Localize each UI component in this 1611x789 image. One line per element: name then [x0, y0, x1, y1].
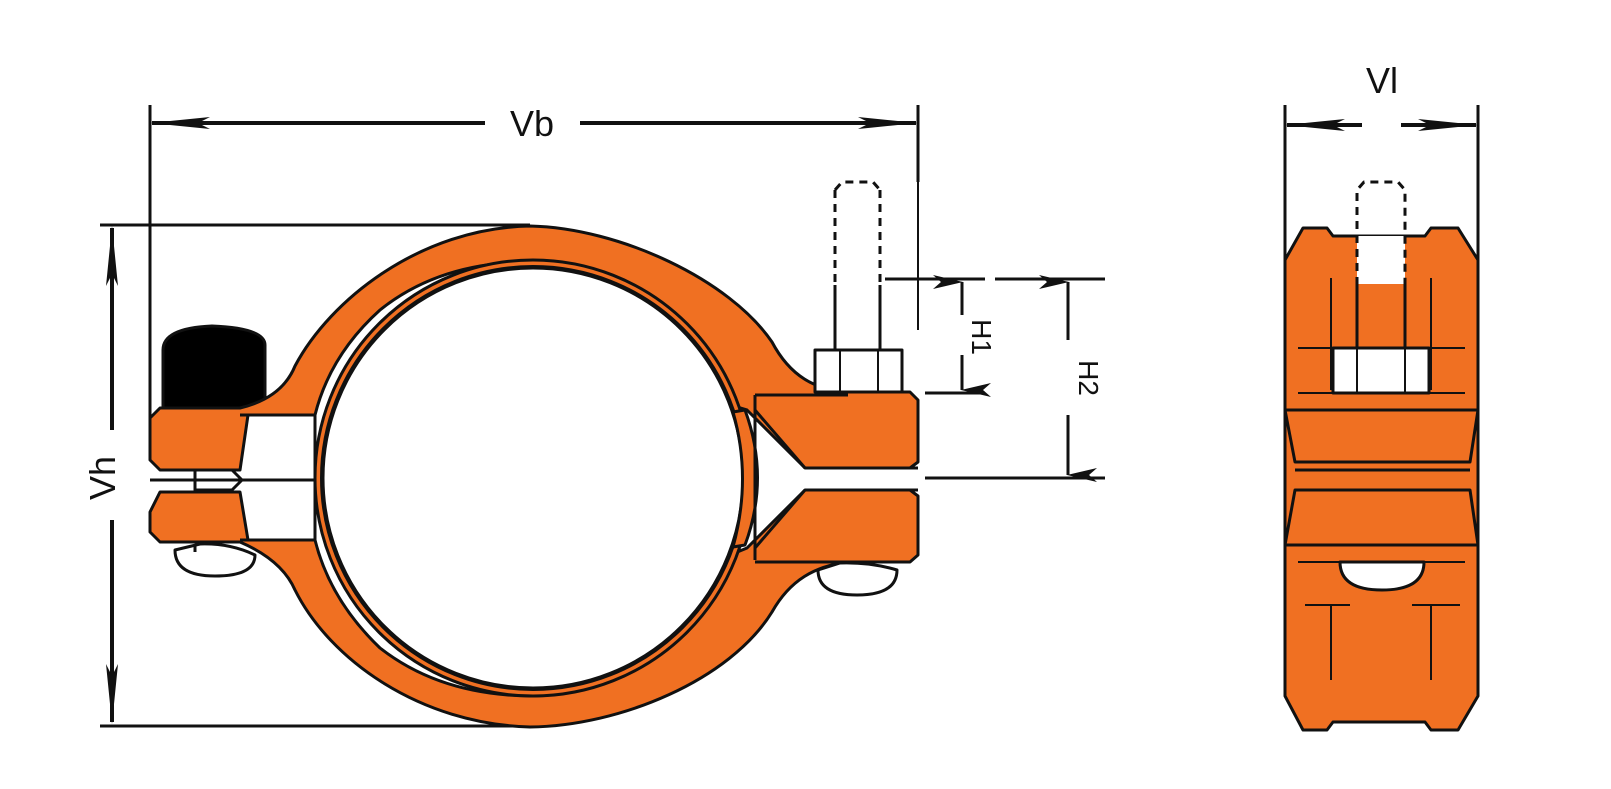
side-upper-band: [1283, 408, 1480, 464]
vb-label: Vb: [510, 103, 554, 144]
right-lug-diag-bottom: [753, 489, 807, 549]
housing-lower: [148, 488, 920, 729]
right-lug-diag-top: [753, 409, 807, 469]
gasket: [161, 324, 267, 414]
vl-label: Vl: [1366, 60, 1398, 101]
side-view: [1283, 105, 1480, 732]
height-dimensions: [885, 275, 1105, 482]
h1-label: H1: [966, 319, 997, 355]
side-lower-band: [1283, 488, 1480, 547]
pipe-bore: [321, 266, 745, 690]
side-bolt-head: [1338, 560, 1426, 592]
right-bolt-tip: [833, 180, 882, 191]
front-dimensions: [106, 117, 918, 724]
housing-upper: [148, 224, 920, 472]
left-bolt-head: [173, 542, 257, 578]
h2-label: H2: [1073, 360, 1104, 396]
right-bolt-head: [816, 561, 899, 597]
front-view: [100, 105, 920, 729]
side-body: [1283, 226, 1480, 732]
side-nut: [1331, 346, 1431, 395]
side-bolt-slot: [1357, 236, 1405, 284]
right-nut: [813, 348, 904, 394]
vh-label: Vh: [82, 456, 123, 500]
